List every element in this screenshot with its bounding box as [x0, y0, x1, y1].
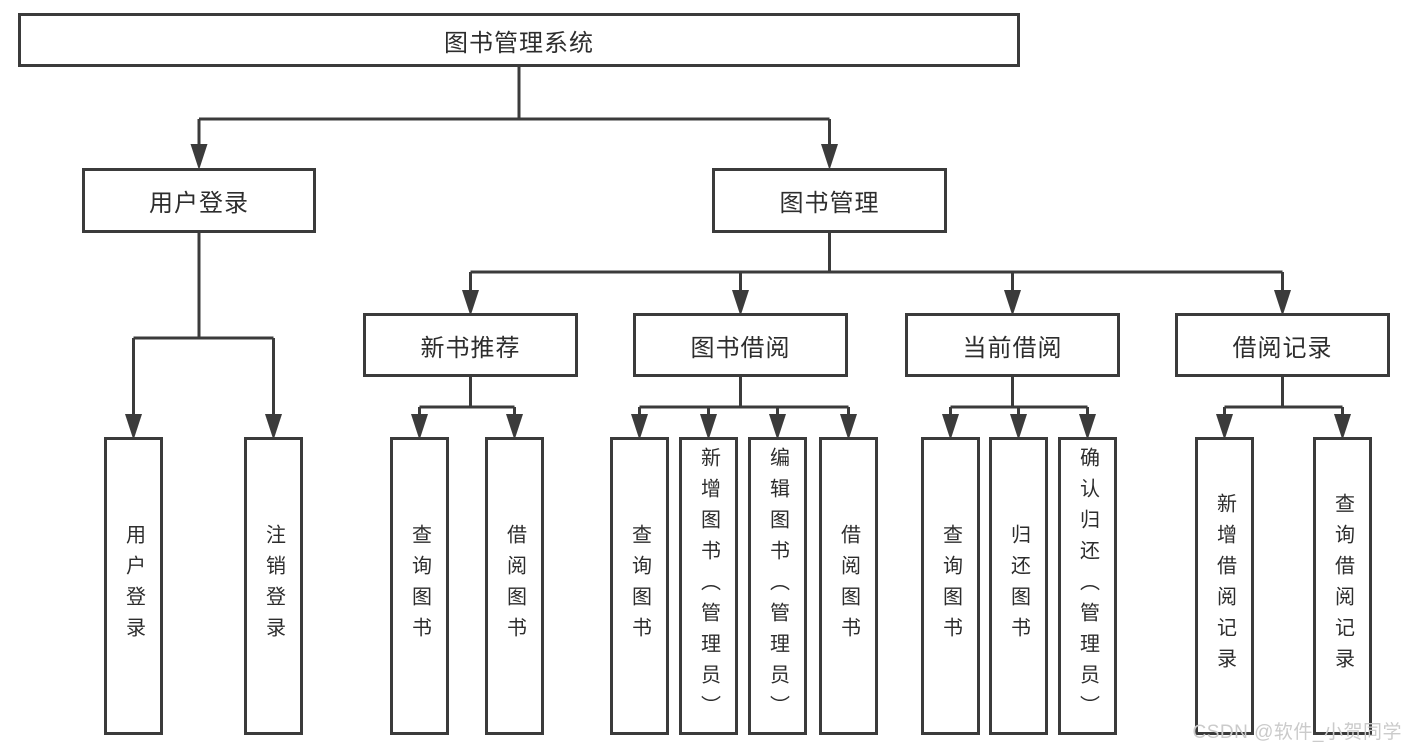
leaf-borrow-query-label: 查询图书 [628, 524, 651, 648]
node-book-management: 图书管理 [712, 168, 947, 233]
node-new-book-recommend: 新书推荐 [363, 313, 578, 377]
leaf-current-confirm-return-admin: 确认归还（管理员） [1058, 437, 1117, 735]
node-book-management-label: 图书管理 [779, 190, 880, 217]
node-book-borrow: 图书借阅 [633, 313, 848, 377]
node-book-borrow-label: 图书借阅 [690, 334, 791, 362]
leaf-current-query-label: 查询图书 [939, 524, 962, 648]
leaf-records-add: 新增借阅记录 [1195, 437, 1254, 735]
connector-book-mgmt-to-level3 [469, 233, 1284, 290]
node-borrow-records: 借阅记录 [1175, 313, 1390, 377]
leaf-current-query: 查询图书 [921, 437, 980, 735]
leaf-current-confirm-return-admin-label: 确认归还（管理员） [1076, 446, 1099, 726]
connector-borrow-to-leaves [638, 377, 850, 414]
leaf-records-query: 查询借阅记录 [1313, 437, 1372, 735]
node-user-login: 用户登录 [82, 168, 316, 233]
node-borrow-records-label: 借阅记录 [1232, 334, 1333, 362]
node-current-borrow-label: 当前借阅 [962, 334, 1063, 362]
leaf-user-login-label: 用户登录 [122, 524, 145, 648]
connector-lines [132, 67, 1344, 414]
leaf-borrow-add-admin: 新增图书（管理员） [679, 437, 738, 735]
leaf-borrow-borrow: 借阅图书 [819, 437, 878, 735]
node-root-label: 图书管理系统 [444, 29, 594, 57]
leaf-newbooks-borrow: 借阅图书 [485, 437, 544, 735]
leaf-borrow-query: 查询图书 [610, 437, 669, 735]
connector-user-login-to-leaves [132, 233, 275, 414]
connector-current-to-leaves [949, 377, 1089, 414]
leaf-borrow-add-admin-label: 新增图书（管理员） [697, 446, 720, 726]
connector-new-books-to-leaves [418, 377, 516, 414]
node-root-system: 图书管理系统 [18, 13, 1020, 67]
connector-root-to-level2 [197, 67, 831, 146]
leaf-records-add-label: 新增借阅记录 [1213, 493, 1236, 679]
node-user-login-label: 用户登录 [149, 190, 249, 217]
csdn-watermark: CSDN @软件_小贺同学 [1192, 722, 1402, 743]
connector-records-to-leaves [1223, 377, 1344, 414]
node-new-book-recommend-label: 新书推荐 [420, 334, 521, 362]
leaf-logout-label: 注销登录 [262, 524, 285, 648]
leaf-newbooks-borrow-label: 借阅图书 [503, 524, 526, 648]
leaf-borrow-edit-admin-label: 编辑图书（管理员） [766, 446, 789, 726]
leaf-borrow-edit-admin: 编辑图书（管理员） [748, 437, 807, 735]
leaf-current-return: 归还图书 [989, 437, 1048, 735]
leaf-records-query-label: 查询借阅记录 [1331, 493, 1354, 679]
leaf-user-login: 用户登录 [104, 437, 163, 735]
leaf-newbooks-query-label: 查询图书 [408, 524, 431, 648]
leaf-borrow-borrow-label: 借阅图书 [837, 524, 860, 648]
node-current-borrow: 当前借阅 [905, 313, 1120, 377]
leaf-current-return-label: 归还图书 [1007, 524, 1030, 648]
leaf-newbooks-query: 查询图书 [390, 437, 449, 735]
leaf-logout: 注销登录 [244, 437, 303, 735]
